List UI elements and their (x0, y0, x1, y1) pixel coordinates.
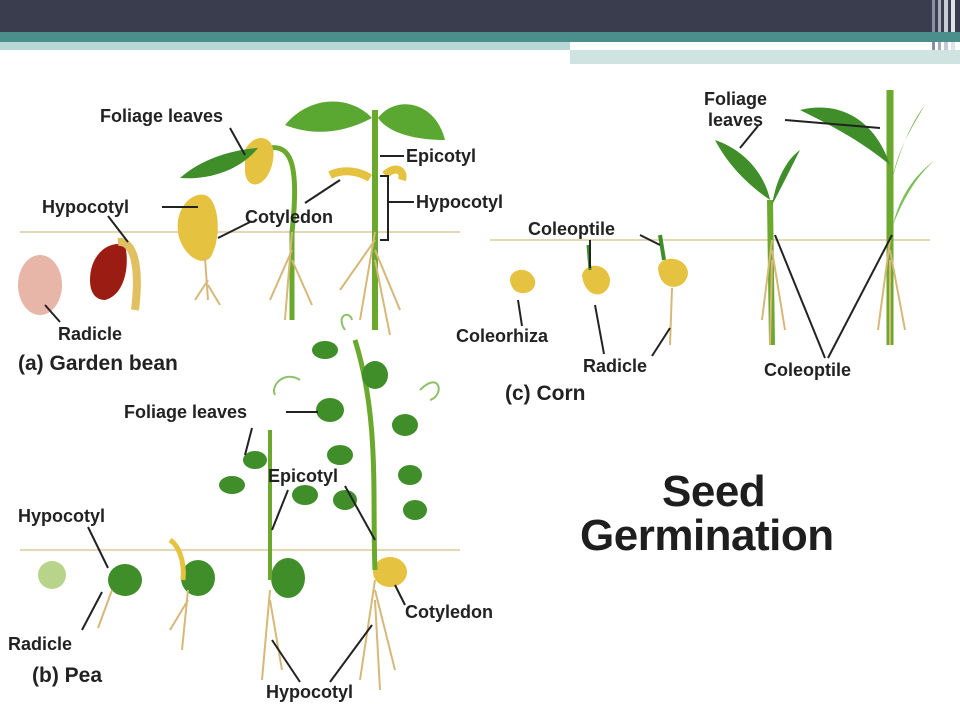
label-bean-epicotyl: Epicotyl (406, 146, 476, 166)
corn-seed-3-shoot (658, 234, 666, 261)
pea-plant-cotyledon (373, 557, 407, 587)
label-bean-radicle: Radicle (58, 324, 122, 344)
slide-title: Seed Germination (580, 470, 910, 558)
label-pea-radicle: Radicle (8, 634, 72, 654)
seed-germination-diagram: Foliage leaves Hypocotyl Epicotyl Cotyle… (8, 89, 935, 702)
leader-bean-foliage (229, 127, 246, 156)
corn-plant-2-leaf-a (800, 107, 890, 165)
corn-plant-1-roots (761, 239, 786, 346)
bean-panel (18, 101, 445, 336)
leader-bean-hypocotyl-left-2 (107, 215, 129, 243)
leader-corn-radicle (594, 304, 605, 355)
leader-pea-foliage-2 (244, 427, 253, 456)
slide-title-line1: Seed (662, 467, 766, 516)
label-corn-foliage-line2: leaves (708, 110, 763, 130)
leader-pea-hypocotyl (87, 526, 109, 569)
label-pea-foliage: Foliage leaves (124, 402, 247, 422)
slide-title-line2: Germination (580, 511, 834, 560)
bean-stage4-roots (269, 231, 313, 321)
header-stripe-decoration (932, 0, 955, 60)
slide-header-bar (0, 0, 960, 60)
corn-plant-2-leaf-b (892, 105, 925, 180)
corn-seed-2 (582, 265, 610, 295)
label-pea-hypocotyl-bottom: Hypocotyl (266, 682, 353, 702)
pea-plant-leaf-1 (312, 341, 338, 359)
label-corn-coleoptile-bottom: Coleoptile (764, 360, 851, 380)
pea-seedling-cotyledon (271, 558, 305, 598)
leader-corn-coleoptile-top-2 (639, 234, 661, 246)
corn-seed-3 (658, 258, 688, 287)
leader-bean-cotyledon-2 (217, 221, 251, 239)
pea-plant-leaf-3 (316, 398, 344, 422)
leader-pea-hypocotyl-bottom-2 (329, 624, 373, 683)
leader-corn-foliage (784, 119, 881, 129)
label-corn-coleoptile-top: Coleoptile (528, 219, 615, 239)
bean-stage2-hypocotyl (117, 238, 141, 311)
pea-seedling-leaf-3 (292, 485, 318, 505)
corn-plant-2-roots (877, 239, 906, 345)
corn-plant-1-leaf-left (715, 140, 770, 200)
pea-seedling-roots (261, 589, 283, 681)
corn-seed-1 (510, 269, 536, 294)
label-corn-radicle: Radicle (583, 356, 647, 376)
bean-stage5-roots (339, 231, 401, 336)
bean-stage3-roots (194, 257, 221, 306)
pea-plant-tendrils (273, 313, 440, 401)
leader-pea-radicle (81, 591, 103, 631)
pea-seed-3 (181, 560, 215, 596)
pea-seed-3-roots (169, 589, 189, 651)
bean-stage4-leaves (180, 148, 258, 179)
label-pea-cotyledon: Cotyledon (405, 602, 493, 622)
label-bean-hypocotyl-right: Hypocotyl (416, 192, 503, 212)
corn-seed-3-root (669, 287, 673, 346)
leader-pea-hypocotyl-bottom-1 (271, 639, 301, 683)
caption-corn: (c) Corn (505, 382, 586, 405)
label-corn-coleorhiza: Coleorhiza (456, 326, 549, 346)
leader-corn-radicle-2 (651, 327, 671, 357)
caption-pea: (b) Pea (32, 664, 102, 687)
pea-plant-leaf-8 (403, 500, 427, 520)
pea-plant-leaf-4 (392, 414, 418, 436)
label-corn-foliage-line1: Foliage (704, 89, 767, 109)
leader-pea-cotyledon (394, 584, 406, 606)
label-pea-hypocotyl: Hypocotyl (18, 506, 105, 526)
bean-stage5-cotyledons (328, 165, 407, 182)
corn-plant-2-leaf-c (893, 160, 935, 225)
caption-garden-bean: (a) Garden bean (18, 352, 178, 375)
pea-seed-3-shoot (168, 537, 186, 581)
pea-plant-leaf-2 (362, 361, 388, 389)
label-pea-epicotyl: Epicotyl (268, 466, 338, 486)
pea-seedling-leaf-2 (243, 451, 267, 469)
pea-seed-2-root (97, 589, 113, 629)
label-bean-foliage: Foliage leaves (100, 106, 223, 126)
bean-seed (18, 255, 62, 315)
pea-plant-leaf-5 (327, 445, 353, 465)
leader-corn-foliage-2 (739, 125, 759, 149)
bean-stage4-cotyledon (245, 138, 274, 185)
corn-plant-1-leaf-right (772, 150, 800, 205)
pea-seed-2 (108, 564, 142, 596)
label-bean-hypocotyl-left: Hypocotyl (42, 197, 129, 217)
corn-panel (510, 90, 935, 346)
accent-band-light (0, 42, 570, 50)
pea-plant-leaf-6 (398, 465, 422, 485)
leader-corn-coleoptile-bottom-2 (827, 234, 893, 359)
leader-pea-epicotyl-1 (271, 489, 289, 531)
pea-seedling-leaf-1 (219, 476, 245, 494)
bean-stage5-leaf-left (285, 101, 372, 132)
bracket-bean-hypocotyl (380, 175, 414, 241)
leader-bean-cotyledon (304, 179, 341, 204)
leader-bean-radicle (44, 304, 61, 323)
accent-band-pale (570, 50, 960, 64)
bean-stage5-leaf-right (378, 104, 445, 140)
bean-seed-sprouting (90, 244, 127, 300)
label-bean-cotyledon: Cotyledon (245, 207, 333, 227)
leader-corn-coleorhiza (517, 299, 523, 327)
accent-band (0, 32, 960, 42)
pea-panel (38, 313, 440, 691)
leader-pea-epicotyl-2 (344, 485, 376, 541)
pea-seed (38, 561, 66, 589)
bean-stage3-seedling (177, 194, 218, 261)
leader-corn-coleoptile-bottom-1 (774, 234, 826, 359)
